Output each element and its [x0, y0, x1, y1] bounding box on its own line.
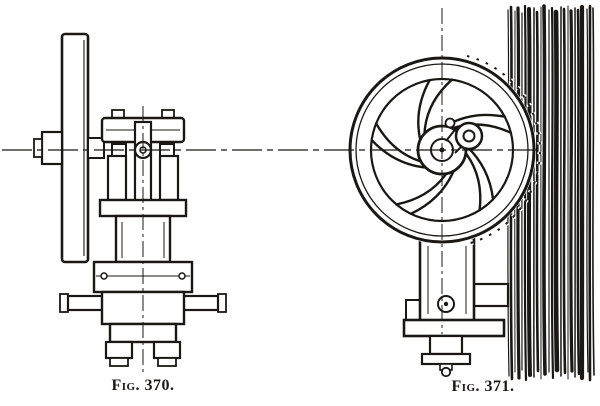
crank-eccentric — [444, 117, 484, 154]
crank-pin — [444, 117, 456, 129]
fig-370-caption: Fig. 370. — [111, 377, 175, 394]
pedestal-base — [402, 318, 506, 338]
foot-plate — [420, 352, 472, 366]
shaft-hub-left — [40, 130, 64, 166]
centerlines — [2, 8, 540, 374]
wall-bracket — [472, 282, 510, 308]
wall-section-hatching — [507, 4, 595, 382]
foot-right — [152, 340, 182, 360]
machine-side-view — [33, 32, 227, 367]
flywheel-pedestal — [402, 236, 510, 378]
fig-371-caption: Fig. 371. — [451, 378, 515, 395]
shaft-collar — [87, 137, 105, 159]
foot-bolt — [440, 366, 452, 378]
foot-left — [104, 340, 134, 360]
